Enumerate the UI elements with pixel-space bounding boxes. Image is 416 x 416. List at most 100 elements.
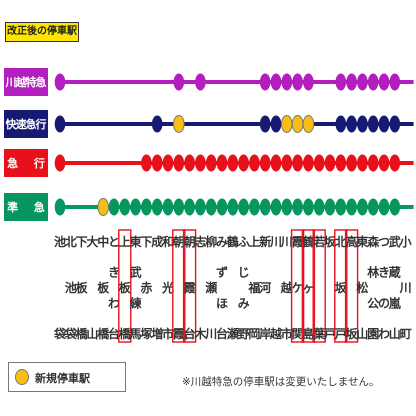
station-name-char: 野 [238, 327, 250, 341]
station-name-char: 福 [247, 280, 260, 295]
service-label-char: 快 [5, 117, 18, 131]
station-name-char: わ [108, 296, 120, 310]
stop-dot [130, 198, 141, 216]
new-stop-station-box [118, 229, 132, 343]
station-names: 池袋北池袋下板橋大山中板橋ときわ台上板橋東武練馬下赤塚成増和光市朝霞朝霞台志木柳… [53, 229, 412, 343]
station-name-char: 公 [367, 296, 379, 310]
station-name-char: 北 [65, 234, 77, 249]
stop-dot [227, 154, 239, 172]
station-name-char: き [108, 266, 120, 280]
stop-dot [173, 73, 185, 91]
station-name-char: 河 [258, 280, 271, 295]
stop-dot [249, 154, 260, 172]
stop-dot [54, 73, 66, 91]
station-name-char: 町 [400, 327, 412, 341]
station-name-char: 越 [269, 326, 283, 341]
stop-dot [270, 73, 282, 91]
new-stop-dot [302, 115, 315, 133]
stop-dot [173, 154, 185, 172]
service-label-box [4, 110, 48, 138]
stop-dot [108, 198, 120, 216]
station-name-char: 上 [119, 234, 131, 249]
new-stop-station-box [290, 229, 305, 343]
station-name-char: 霞 [184, 281, 197, 295]
station-name-char: 霞 [292, 235, 305, 249]
station-name-char: 成 [151, 234, 163, 249]
stop-dot [162, 198, 174, 216]
station-name-char: 瀬 [226, 326, 239, 341]
station-name-char: み [238, 296, 250, 310]
station-name-char: 蔵 [389, 265, 401, 280]
stop-dot [141, 154, 152, 172]
stop-dot [270, 115, 282, 133]
service-label-char: 準 [7, 200, 18, 214]
station-name-char: ヶ [302, 281, 314, 295]
service-label-box [4, 68, 48, 96]
new-stop-dot [291, 115, 304, 133]
service-label-box [4, 193, 48, 221]
stop-dot [238, 198, 249, 216]
stop-dot [303, 73, 314, 91]
stop-dot [281, 198, 293, 216]
new-stop-station-box [344, 229, 359, 343]
service-lines [54, 73, 414, 216]
stop-dot [195, 73, 206, 91]
stop-dot [313, 198, 325, 216]
service-label-char: 川 [5, 76, 17, 89]
stop-dot [367, 115, 379, 133]
station-name-char: 武 [389, 234, 401, 249]
new-stop-station-box [334, 229, 348, 343]
stop-dot [292, 73, 303, 91]
station-name-char: つ [378, 235, 390, 249]
station-name-char: 赤 [140, 280, 152, 295]
new-stop-station-box [312, 229, 326, 343]
stop-dot [335, 115, 347, 133]
station-name-char: 森 [367, 234, 380, 249]
stop-dot [151, 198, 163, 216]
stop-dot [389, 154, 401, 172]
new-stop-marker [15, 369, 29, 385]
stop-dot [324, 198, 336, 216]
station-name-char: 戸 [335, 327, 347, 341]
station-name-char: 池 [54, 234, 66, 249]
stop-dot [324, 154, 336, 172]
stop-dot [205, 154, 217, 172]
stop-dot [270, 198, 282, 216]
stop-dot [205, 198, 217, 216]
station-name-char: 山 [356, 326, 368, 341]
station-name-char: 市 [281, 326, 293, 341]
station-name-char: 和 [161, 234, 174, 249]
station-name-char: 越 [280, 280, 294, 295]
station-name-char: 板 [119, 280, 132, 295]
stop-dot [259, 198, 271, 216]
station-name-char: 台 [108, 326, 120, 341]
stop-dot [357, 198, 368, 216]
station-name-char: 大 [86, 234, 98, 249]
stop-dot [54, 198, 66, 216]
new-stop-dot [281, 115, 293, 133]
station-name-char: 岡 [248, 327, 260, 341]
stop-dot [259, 154, 271, 172]
station-name-char: 下 [76, 235, 88, 249]
stop-dot [292, 198, 303, 216]
station-name-char: 坂 [346, 326, 359, 341]
stop-dot [292, 154, 303, 172]
stop-dot [270, 154, 282, 172]
page-title: 改正後の停車駅 [5, 22, 79, 42]
station-name-char: 川 [280, 235, 293, 249]
new-stop-dot [173, 115, 185, 133]
stop-dot [259, 115, 271, 133]
stop-dot [173, 198, 185, 216]
stop-dot [227, 198, 239, 216]
station-name-char: 鶴 [302, 234, 314, 249]
stop-dot [335, 73, 347, 91]
station-name-char: 志 [194, 234, 206, 249]
station-name-char: 関 [292, 327, 304, 341]
service-label-char [21, 157, 32, 170]
station-name-char: ふ [238, 235, 250, 249]
station-name-char: 鶴 [227, 234, 239, 249]
station-name-char: 葉 [312, 326, 326, 341]
legend: 新規停車駅 [8, 362, 126, 392]
stop-dot [389, 73, 401, 91]
station-name-char: 池 [65, 280, 77, 295]
